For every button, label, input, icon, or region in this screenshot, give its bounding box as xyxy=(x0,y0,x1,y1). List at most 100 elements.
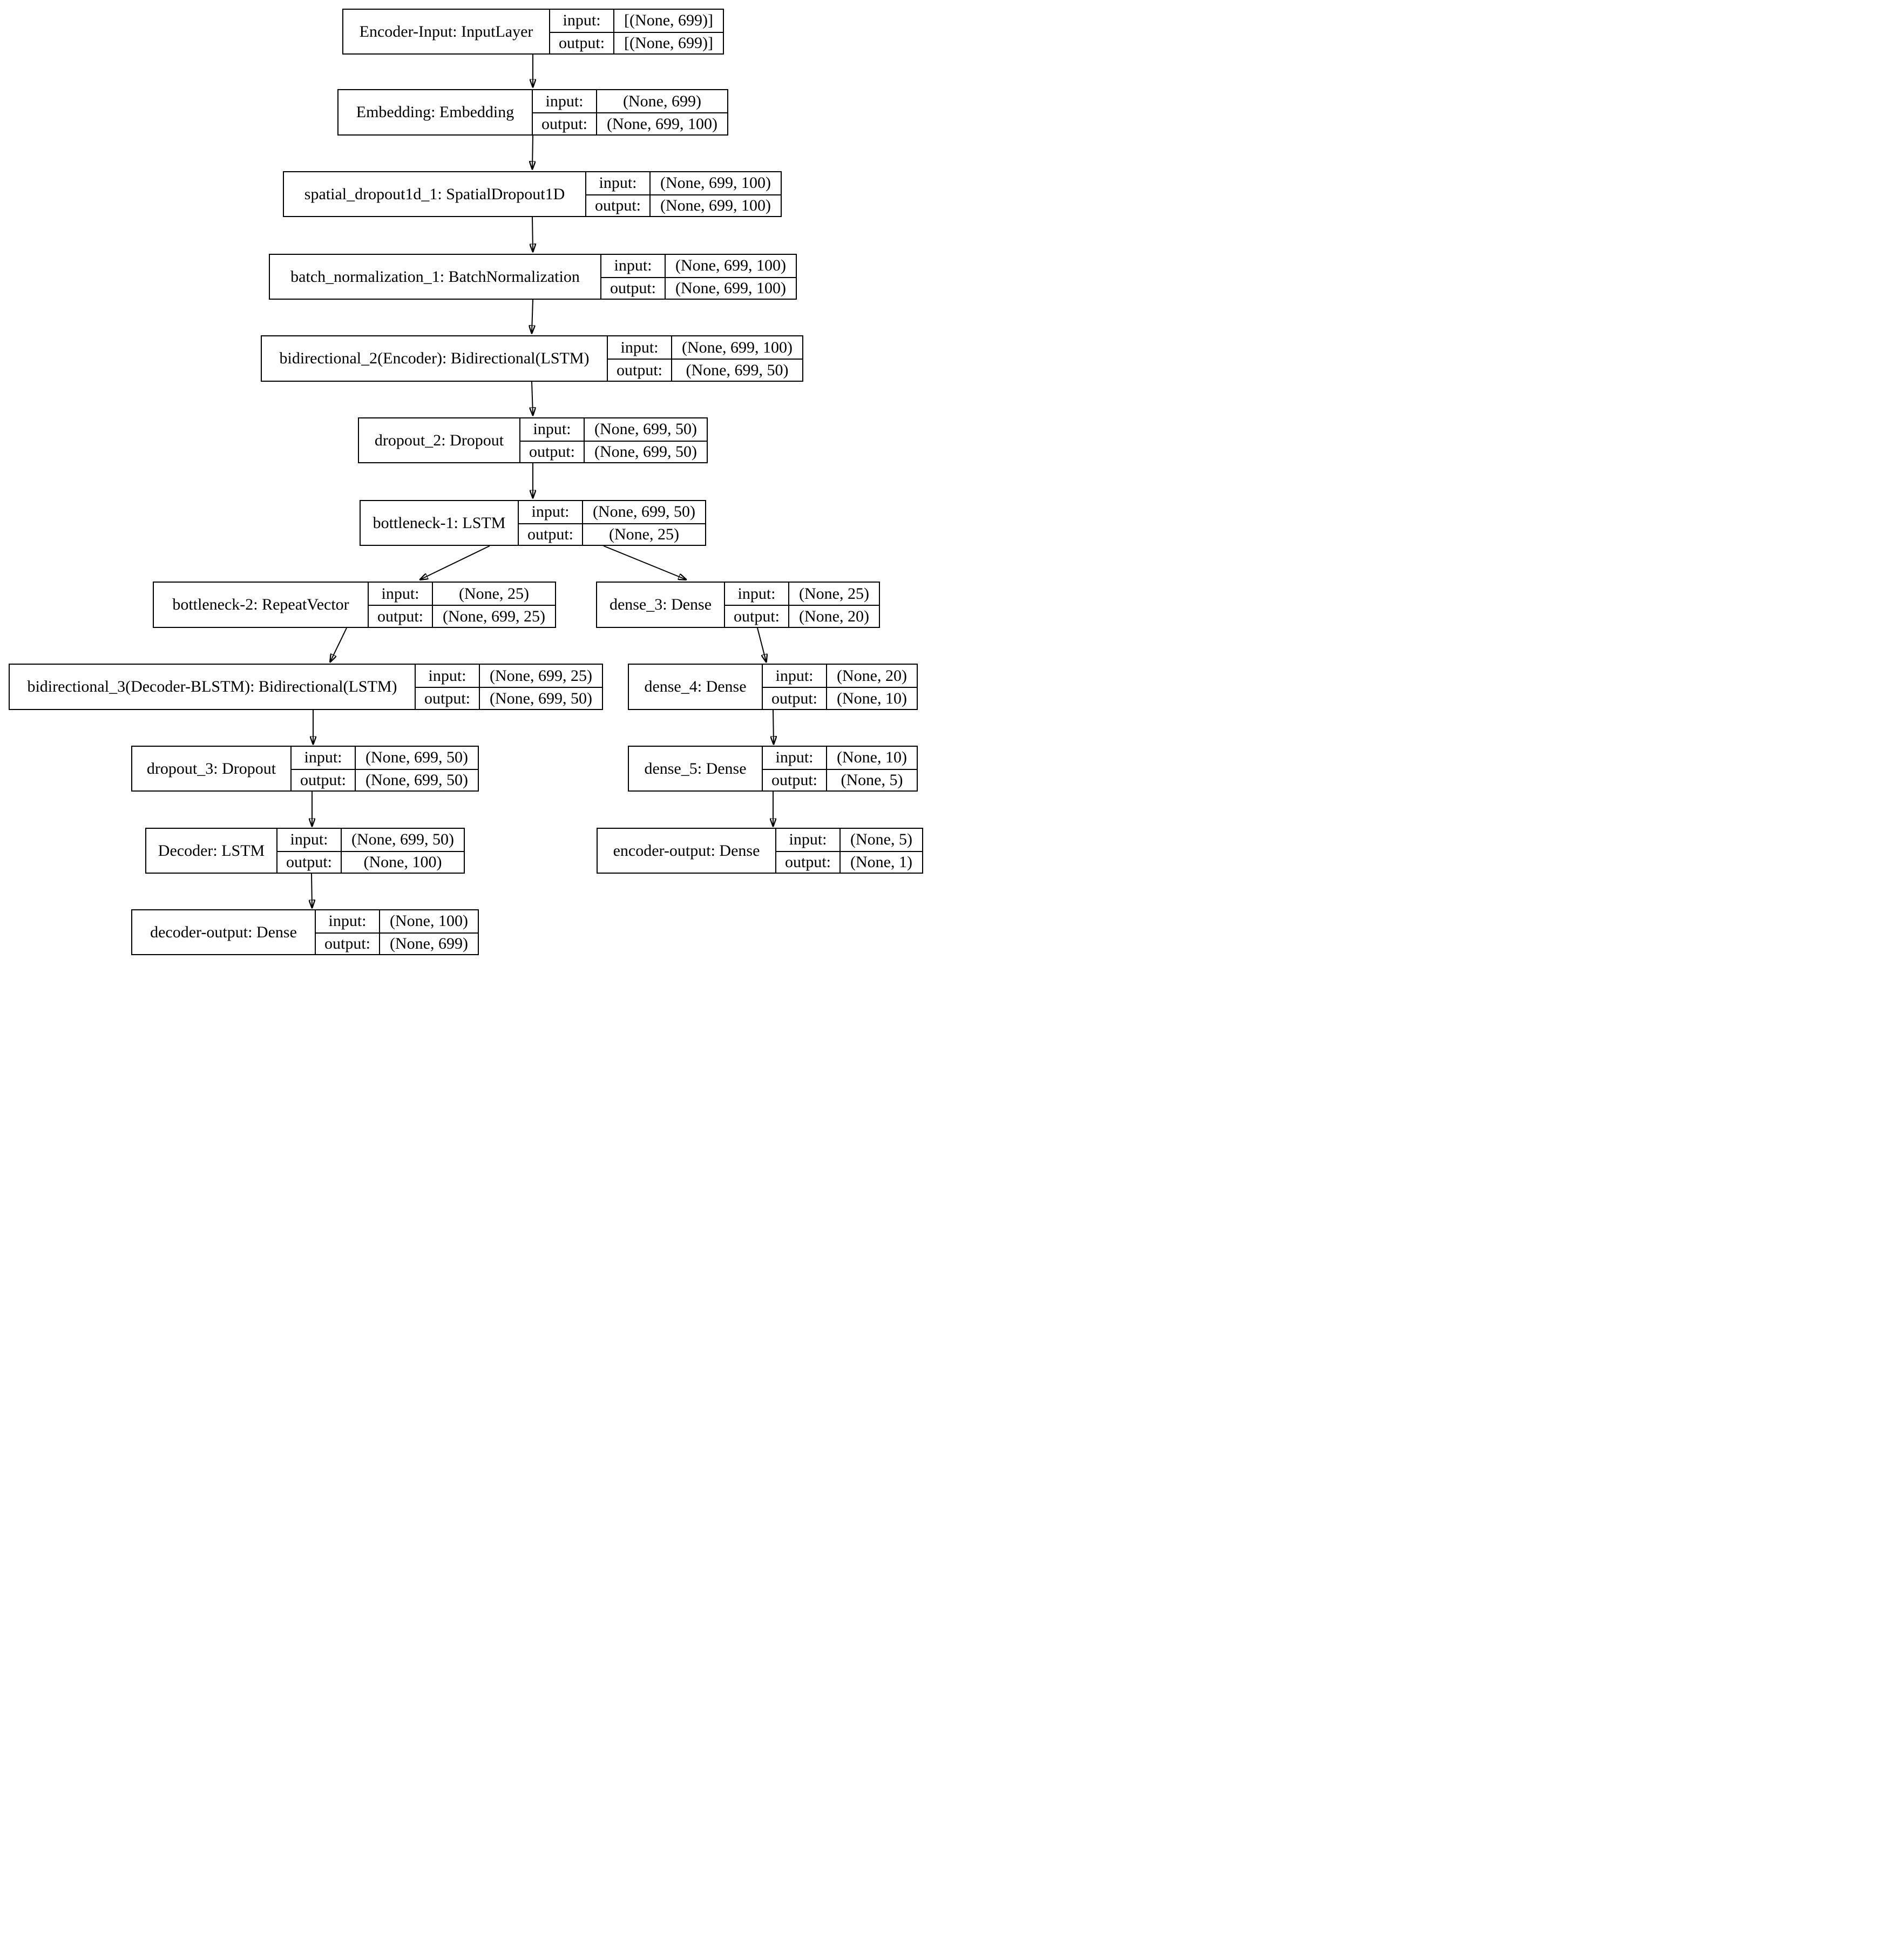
input-shape: (None, 100) xyxy=(379,910,478,932)
output-shape: (None, 699, 50) xyxy=(355,768,478,790)
input-shape: (None, 5) xyxy=(839,829,922,851)
input-label: input: xyxy=(789,830,827,849)
output-label: output: xyxy=(763,687,827,709)
input-shape: (None, 699, 50) xyxy=(584,418,707,441)
output-shape: [(None, 699)] xyxy=(613,31,723,53)
layer-node-encoder-output: encoder-output: Dense input: (None, 5) o… xyxy=(597,828,923,874)
layer-name: encoder-output: Dense xyxy=(613,841,760,860)
output-shape: (None, 699, 100) xyxy=(665,276,796,299)
input-shape: (None, 25) xyxy=(432,583,555,605)
input-shape: (None, 699, 100) xyxy=(649,172,781,194)
output-shape: (None, 699) xyxy=(379,932,478,954)
edge-batchnorm-to-bidirectional2 xyxy=(532,299,533,333)
input-label: input: xyxy=(290,830,328,849)
input-shape: (None, 699) xyxy=(596,90,727,112)
layer-name: decoder-output: Dense xyxy=(150,923,297,941)
output-label: output: xyxy=(277,850,341,873)
layer-node-embedding: Embedding: Embedding input: (None, 699) … xyxy=(337,89,728,136)
output-shape: (None, 699, 50) xyxy=(671,359,802,381)
output-shape: (None, 20) xyxy=(788,605,879,627)
output-label: output: xyxy=(776,850,840,873)
output-label: output: xyxy=(763,768,827,791)
input-label: input: xyxy=(304,748,342,767)
layer-name: Decoder: LSTM xyxy=(158,841,265,860)
output-shape: (None, 699, 50) xyxy=(584,440,707,462)
layer-name: bottleneck-1: LSTM xyxy=(373,513,506,532)
layer-node-encoder-input: Encoder-Input: InputLayer input: [(None,… xyxy=(342,9,724,55)
input-label: input: xyxy=(737,584,776,603)
layer-node-dense-5: dense_5: Dense input: (None, 10) output:… xyxy=(628,746,918,792)
output-label: output: xyxy=(533,112,597,134)
output-label: output: xyxy=(520,440,584,463)
output-shape: (None, 25) xyxy=(582,523,705,545)
input-shape: (None, 699, 50) xyxy=(341,829,464,851)
layer-name: bidirectional_2(Encoder): Bidirectional(… xyxy=(279,349,590,367)
layer-name: dropout_3: Dropout xyxy=(146,759,276,778)
layer-node-dropout-3: dropout_3: Dropout input: (None, 699, 50… xyxy=(131,746,479,792)
input-label: input: xyxy=(620,338,659,356)
layer-name: dense_4: Dense xyxy=(644,678,747,695)
input-label: input: xyxy=(563,11,601,30)
output-label: output: xyxy=(369,605,432,627)
output-shape: (None, 1) xyxy=(839,850,922,873)
input-label: input: xyxy=(381,584,419,603)
edge-bidirectional2-to-dropout2 xyxy=(532,381,533,415)
layer-node-decoder: Decoder: LSTM input: (None, 699, 50) out… xyxy=(145,828,465,874)
output-shape: (None, 5) xyxy=(826,768,917,790)
output-label: output: xyxy=(292,768,355,791)
edge-embedding-to-spatial-dropout xyxy=(532,135,533,168)
layer-name: bidirectional_3(Decoder-BLSTM): Bidirect… xyxy=(27,678,397,695)
input-shape: (None, 20) xyxy=(826,665,917,687)
layer-node-batch-normalization-1: batch_normalization_1: BatchNormalizatio… xyxy=(269,254,797,300)
input-shape: [(None, 699)] xyxy=(613,10,723,32)
input-shape: (None, 699, 50) xyxy=(355,747,478,769)
output-label: output: xyxy=(316,932,380,955)
layer-node-dropout-2: dropout_2: Dropout input: (None, 699, 50… xyxy=(358,417,708,463)
edge-spatial-dropout-to-batchnorm xyxy=(532,217,533,251)
output-label: output: xyxy=(519,523,583,545)
layer-name: batch_normalization_1: BatchNormalizatio… xyxy=(290,267,580,286)
edge-bottleneck1-to-bottleneck2 xyxy=(421,545,490,579)
edge-bottleneck2-to-bidirectional3 xyxy=(330,627,347,661)
edge-dense4-to-dense5 xyxy=(773,709,774,744)
output-shape: (None, 699, 50) xyxy=(479,687,602,709)
input-shape: (None, 699, 100) xyxy=(665,255,796,277)
input-label: input: xyxy=(545,92,584,110)
input-shape: (None, 25) xyxy=(788,583,879,605)
input-label: input: xyxy=(533,420,571,438)
layer-name: spatial_dropout1d_1: SpatialDropout1D xyxy=(304,185,565,203)
output-label: output: xyxy=(416,687,479,709)
layer-node-decoder-output: decoder-output: Dense input: (None, 100)… xyxy=(131,909,479,955)
layer-name: bottleneck-2: RepeatVector xyxy=(172,596,349,613)
input-label: input: xyxy=(614,256,652,275)
output-shape: (None, 699, 25) xyxy=(432,605,555,627)
layer-node-bottleneck-2: bottleneck-2: RepeatVector input: (None,… xyxy=(153,582,556,628)
layer-node-dense-3: dense_3: Dense input: (None, 25) output:… xyxy=(596,582,880,628)
layer-node-bidirectional-3-decoder-blstm: bidirectional_3(Decoder-BLSTM): Bidirect… xyxy=(9,664,603,710)
layer-node-dense-4: dense_4: Dense input: (None, 20) output:… xyxy=(628,664,918,710)
input-label: input: xyxy=(428,666,466,685)
input-label: input: xyxy=(775,748,814,767)
output-label: output: xyxy=(601,276,665,299)
output-shape: (None, 699, 100) xyxy=(596,112,727,134)
input-label: input: xyxy=(531,503,570,521)
input-label: input: xyxy=(599,174,637,192)
edge-bottleneck1-to-dense3 xyxy=(603,545,686,579)
edge-dense3-to-dense4 xyxy=(757,627,766,661)
layer-name: dropout_2: Dropout xyxy=(374,431,504,449)
layer-node-spatial-dropout1d-1: spatial_dropout1d_1: SpatialDropout1D in… xyxy=(283,171,782,217)
output-shape: (None, 100) xyxy=(341,850,464,873)
output-label: output: xyxy=(586,194,650,217)
output-label: output: xyxy=(608,359,672,381)
output-shape: (None, 699, 100) xyxy=(649,194,781,216)
input-shape: (None, 699, 50) xyxy=(582,501,705,523)
layer-name: Embedding: Embedding xyxy=(356,103,514,121)
model-architecture-diagram: Encoder-Input: InputLayer input: [(None,… xyxy=(0,0,948,980)
input-shape: (None, 10) xyxy=(826,747,917,769)
layer-node-bidirectional-2-encoder: bidirectional_2(Encoder): Bidirectional(… xyxy=(261,335,803,382)
output-label: output: xyxy=(725,605,789,627)
layer-node-bottleneck-1: bottleneck-1: LSTM input: (None, 699, 50… xyxy=(360,500,706,546)
input-label: input: xyxy=(775,666,814,685)
input-label: input: xyxy=(328,912,367,930)
output-shape: (None, 10) xyxy=(826,687,917,709)
